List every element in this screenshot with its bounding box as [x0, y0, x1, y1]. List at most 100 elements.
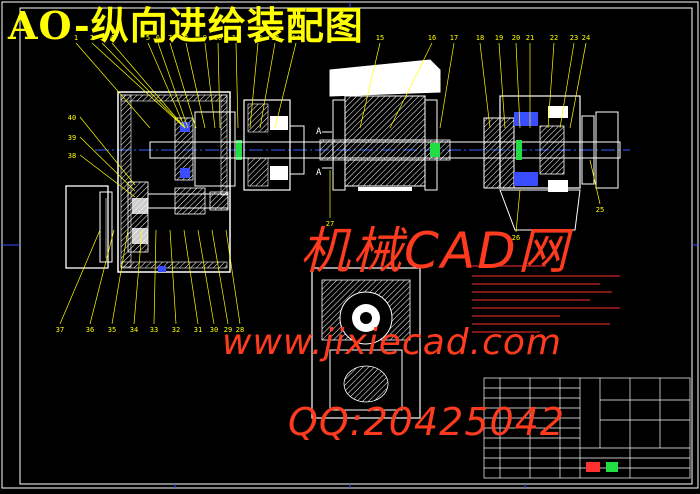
part-number-label: 24	[582, 34, 590, 42]
leader-line	[235, 42, 239, 129]
leader-line	[111, 229, 129, 325]
part-number-label: 2	[90, 34, 94, 42]
part-number-label: 33	[150, 326, 158, 334]
leader-line	[111, 42, 186, 129]
part-number-label: 30	[210, 326, 218, 334]
leader-line	[259, 42, 276, 129]
bottom-labels: 37 36 35 34 33 32 31 30 29 28	[56, 229, 244, 334]
part-number-label: 3	[100, 34, 104, 42]
leader-line	[59, 229, 101, 325]
leader-line	[147, 42, 186, 129]
leader-line	[157, 42, 189, 129]
part-number-label: 18	[476, 34, 484, 42]
title-block	[483, 377, 691, 479]
leader-line	[183, 229, 199, 325]
part-number-label: 40	[68, 114, 76, 122]
part-number-label: 10	[214, 34, 222, 42]
part-number-label: 35	[108, 326, 116, 334]
leader-line	[101, 42, 186, 129]
frame-ticks	[2, 2, 698, 488]
leader-line	[359, 42, 381, 129]
leader-line	[153, 229, 157, 325]
leader-line	[515, 42, 521, 129]
part-number-label: 8	[184, 34, 188, 42]
part-number-label: 9	[203, 34, 207, 42]
part-number-label: 15	[376, 34, 384, 42]
lead-screw	[149, 139, 621, 161]
part-number-label: 39	[68, 134, 76, 142]
part-number-label: 19	[495, 34, 503, 42]
leader-line	[559, 42, 575, 129]
part-number-label: 22	[550, 34, 558, 42]
leader-line	[498, 42, 506, 129]
part-number-label: 7	[168, 34, 172, 42]
part-number-label: 26	[512, 234, 520, 242]
top-leaders	[75, 42, 587, 129]
part-number-label: 32	[172, 326, 180, 334]
part-number-label: 1	[74, 34, 78, 42]
part-number-label: 5	[146, 34, 150, 42]
leader-line	[547, 42, 555, 129]
leader-line	[204, 42, 216, 129]
section-markers: A A	[316, 127, 332, 178]
drawing-title: AO-纵向进给装配图	[8, 3, 364, 48]
part-number-label: 13	[271, 34, 279, 42]
section-marker-top: A	[316, 127, 322, 137]
leader-line	[274, 42, 297, 129]
part-number-label: 12	[254, 34, 262, 42]
leader-line	[439, 42, 455, 129]
watermark-site-name: 机械CAD网	[300, 222, 570, 280]
section-view	[311, 267, 421, 419]
part-number-label: 29	[224, 326, 232, 334]
leader-line	[89, 229, 115, 325]
leader-line	[211, 229, 229, 325]
part-number-label: 23	[570, 34, 578, 42]
inner-frame	[19, 7, 693, 485]
part-number-label: 16	[428, 34, 436, 42]
leader-line	[479, 42, 491, 129]
part-number-label: 28	[236, 326, 244, 334]
part-number-label: 31	[194, 326, 202, 334]
leader-line	[79, 154, 136, 198]
leader-line	[79, 116, 136, 186]
part-number-label: 21	[526, 34, 534, 42]
part-number-label: 11	[232, 34, 240, 42]
part-number-label: 20	[512, 34, 520, 42]
lower-gear-train	[127, 181, 229, 272]
left-bearing-block	[174, 99, 305, 191]
ball-nut-table	[329, 59, 441, 191]
part-number-label: 14	[292, 34, 300, 42]
part-number-label: 4	[110, 34, 114, 42]
leader-line	[389, 42, 433, 129]
part-number-label: 38	[68, 152, 76, 160]
left-labels: 40 39 38	[68, 114, 136, 198]
leader-line	[515, 189, 521, 233]
leader-line	[169, 42, 197, 129]
part-number-label: 27	[326, 220, 334, 228]
misc-labels: 25 26 27	[326, 159, 604, 242]
section-marker-bottom: A	[316, 168, 322, 178]
right-bearing-support	[483, 95, 619, 231]
part-number-label: 17	[450, 34, 458, 42]
leader-line	[133, 229, 143, 325]
leader-line	[185, 42, 206, 129]
leader-line	[75, 42, 151, 129]
watermark-url: www.jixiecad.com	[222, 322, 562, 363]
leader-line	[79, 136, 136, 192]
part-number-label: 36	[86, 326, 94, 334]
watermark-qq: QQ:20425042	[288, 400, 566, 444]
part-number-label: 34	[130, 326, 138, 334]
leader-line	[217, 42, 221, 129]
part-number-label: 37	[56, 326, 64, 334]
part-number-label: 25	[596, 206, 604, 214]
leader-line	[91, 42, 186, 129]
leader-line	[569, 42, 587, 129]
technical-notes	[468, 265, 620, 333]
leader-line	[197, 229, 215, 325]
part-number-label: 6	[156, 34, 160, 42]
leader-line	[589, 159, 601, 205]
gear-housing	[117, 91, 231, 273]
